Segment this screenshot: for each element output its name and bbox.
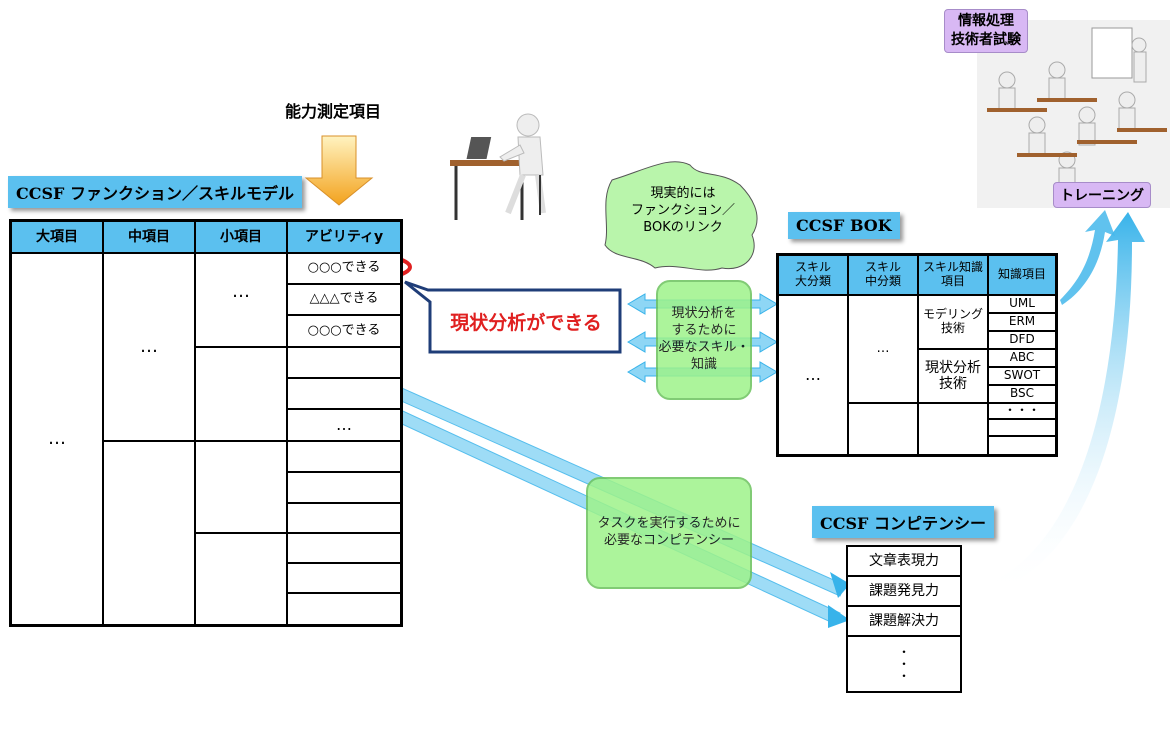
knowledge-item: UML [989, 296, 1055, 314]
major-cell: … [12, 254, 104, 624]
down-arrow-icon [304, 135, 374, 206]
competency-item: 課題発見力 [848, 577, 960, 607]
bok-medium-cell [849, 404, 919, 454]
bok-header-medium: スキル 中分類 [849, 256, 919, 296]
bok-skill-cell [919, 404, 989, 454]
bok-major-cell: … [779, 296, 849, 454]
knowledge-item: ・・・ [989, 403, 1055, 420]
ability-row: ○○○できる [288, 254, 400, 285]
medium-cell-2 [104, 442, 196, 624]
competency-more: ・ ・ ・ [897, 645, 910, 683]
bok-medium-cell: … [849, 296, 919, 404]
knowledge-item: ERM [989, 314, 1055, 332]
ability-row [288, 473, 400, 504]
bok-skill-cell: モデリング 技術 [919, 296, 989, 350]
competency-item: 課題解決力 [848, 607, 960, 637]
exam-label: 情報処理 技術者試験 [944, 9, 1028, 53]
competency-table: 文章表現力 課題発見力 課題解決力 ・ ・ ・ [846, 545, 962, 693]
bok-title: CCSF BOK [788, 212, 900, 239]
header-minor: 小項目 [196, 222, 288, 254]
knowledge-item: ABC [989, 350, 1055, 368]
header-medium: 中項目 [104, 222, 196, 254]
bok-header-major: スキル 大分類 [779, 256, 849, 296]
competency-item: 文章表現力 [848, 547, 960, 577]
bok-skill-cell: 現状分析 技術 [919, 350, 989, 404]
knowledge-item [989, 420, 1055, 437]
callout-shape [404, 280, 622, 354]
bok-header-knowledge: 知識項目 [989, 256, 1055, 296]
callout-text: 現状分析ができる [450, 312, 602, 334]
ability-row: △△△できる [288, 285, 400, 316]
ability-row [288, 379, 400, 410]
curve-arrow-lower [985, 212, 1145, 595]
function-skill-model-table: 大項目 中項目 小項目 アビリティy … … … ○○○できる △△△できる ○… [9, 219, 403, 627]
knowledge-item [989, 437, 1055, 454]
knowledge-item: DFD [989, 332, 1055, 350]
knowledge-item: SWOT [989, 368, 1055, 386]
cloud-shape [604, 161, 758, 271]
header-major: 大項目 [12, 222, 104, 254]
bok-skill-bubble: 現状分析を するために 必要なスキル・ 知識 [656, 280, 752, 400]
ability-row [288, 442, 400, 473]
knowledge-item: BSC [989, 386, 1055, 404]
ability-row [288, 594, 400, 624]
ability-row [288, 348, 400, 379]
ability-row [288, 564, 400, 594]
competency-title: CCSF コンピテンシー [812, 506, 994, 538]
minor-cell-3 [196, 442, 288, 534]
ability-row: ○○○できる [288, 316, 400, 348]
ability-row: … [288, 410, 400, 442]
competency-bubble: タスクを実行するために 必要なコンピテンシー [586, 477, 752, 589]
cloud-text: 現実的には ファンクション／ BOKのリンク [630, 186, 735, 235]
minor-cell-2 [196, 348, 288, 442]
minor-cell-4 [196, 534, 288, 624]
curve-arrow-upper [1060, 210, 1115, 305]
measure-label: 能力測定項目 [285, 102, 382, 121]
bok-table: スキル 大分類 スキル 中分類 スキル知識 項目 知識項目 … … モデリング … [776, 253, 1058, 457]
header-ability: アビリティy [288, 222, 400, 254]
training-label: トレーニング [1053, 182, 1151, 208]
model-title: CCSF ファンクション／スキルモデル [8, 176, 302, 208]
ability-row [288, 504, 400, 534]
ability-row [288, 534, 400, 564]
minor-cell-1: … [196, 254, 288, 348]
person-at-desk-icon [450, 113, 546, 220]
bok-header-skill: スキル知識 項目 [919, 256, 989, 296]
medium-cell-1: … [104, 254, 196, 442]
